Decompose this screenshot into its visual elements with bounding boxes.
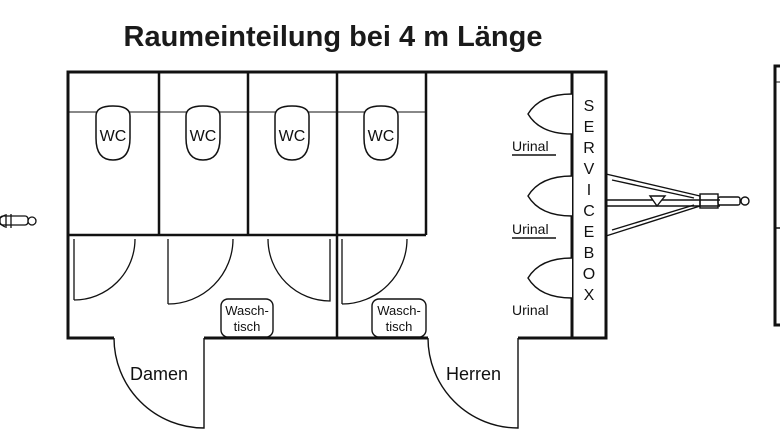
urinal-icon (527, 257, 573, 299)
left-hitch-fragment (0, 214, 37, 228)
wc-label: WC (279, 128, 306, 145)
toilet-icon (185, 105, 221, 161)
wash-basin-women: Wasch- tisch (220, 298, 274, 338)
urinal-icon (527, 175, 573, 217)
wc-cabin-1: WC (95, 105, 131, 161)
entrance-men-label: Herren (446, 364, 501, 384)
service-letter: X (584, 287, 595, 304)
tow-bar (605, 173, 750, 237)
urinal-3: Urinal (512, 257, 573, 318)
wash-basin-men: Wasch- tisch (371, 298, 427, 338)
urinal-1: Urinal (512, 93, 573, 156)
cabin-doors (73, 238, 408, 305)
wc-label: WC (100, 128, 127, 145)
toilet-icon (274, 105, 310, 161)
urinal-label: Urinal (512, 221, 549, 237)
service-letter: C (583, 203, 595, 220)
service-letter: B (584, 245, 595, 262)
urinal-label: Urinal (512, 302, 549, 318)
right-neighbor-fragment (773, 64, 780, 327)
service-letter: I (587, 182, 591, 199)
wc-cabin-3: WC (274, 105, 310, 161)
cabin-door (73, 238, 136, 301)
wash-label-line2: tisch (386, 319, 413, 334)
wc-cabin-2: WC (185, 105, 221, 161)
wash-label-line1: Wasch- (377, 303, 421, 318)
cabin-door (267, 238, 331, 302)
plan-title: Raumeinteilung bei 4 m Länge (124, 21, 543, 53)
service-letter: O (583, 266, 595, 283)
wash-label-line2: tisch (234, 319, 261, 334)
cabin-door (341, 238, 408, 305)
urinal-icon (527, 93, 573, 135)
wash-label-line1: Wasch- (225, 303, 269, 318)
toilet-icon (363, 105, 399, 161)
wc-cabin-4: WC (363, 105, 399, 161)
entrance-men: Herren (427, 336, 519, 429)
wc-label: WC (190, 128, 217, 145)
toilet-icon (95, 105, 131, 161)
service-box: S E R V I C E B O X (583, 98, 595, 304)
wc-label: WC (368, 128, 395, 145)
service-letter: E (584, 224, 595, 241)
urinal-2: Urinal (512, 175, 573, 239)
service-letter: S (584, 98, 595, 115)
cabin-door (167, 238, 234, 305)
urinal-label: Urinal (512, 138, 549, 154)
service-letter: V (584, 161, 595, 178)
service-letter: R (583, 140, 595, 157)
entrance-women-label: Damen (130, 364, 188, 384)
entrance-women: Damen (113, 336, 205, 429)
service-letter: E (584, 119, 595, 136)
